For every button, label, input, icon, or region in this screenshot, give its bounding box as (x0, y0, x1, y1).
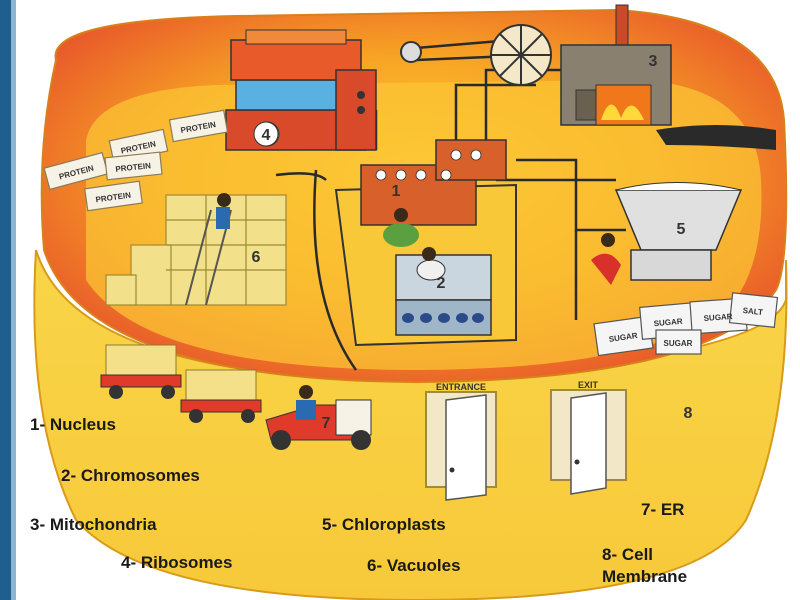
label-ribosomes: 4- Ribosomes (121, 553, 233, 572)
label-chromosomes: 2- Chromosomes (61, 466, 200, 485)
number-markers: 4 1 2 3 5 6 7 8 (252, 53, 693, 432)
slide-left-bar-light (11, 0, 16, 600)
entrance-sign: ENTRANCE (436, 382, 486, 392)
exit-sign: EXIT (578, 380, 599, 390)
marker-7: 7 (322, 415, 331, 432)
exit-door (550, 389, 627, 495)
sack-label: SUGAR (664, 339, 693, 348)
salt-sack-label: SALT (742, 306, 763, 317)
label-chloroplasts: 5- Chloroplasts (322, 515, 446, 534)
label-vacuoles: 6- Vacuoles (367, 556, 461, 575)
chloroplast-hopper (591, 182, 743, 285)
protein-crates (43, 109, 229, 212)
marker-2: 2 (437, 275, 446, 292)
entrance-door (425, 391, 497, 501)
sack-label: SUGAR (703, 312, 733, 323)
sack-labels: SUGAR SUGAR SUGAR SUGAR SALT (608, 306, 763, 348)
ribosome-press (225, 29, 377, 151)
marker-4: 4 (262, 127, 271, 144)
sack-label: SUGAR (608, 331, 638, 344)
sack-label: SUGAR (653, 317, 683, 329)
label-cell-membrane: 8- Cell Membrane (602, 545, 688, 586)
marker-8: 8 (684, 405, 693, 422)
label-er: 7- ER (641, 500, 685, 519)
nucleus-control-room (334, 139, 517, 347)
mitochondria-furnace (560, 4, 776, 150)
sugar-sacks (593, 292, 779, 357)
slide-left-bar (0, 0, 11, 600)
er-tractor-train (100, 344, 372, 450)
marker-1: 1 (392, 183, 401, 200)
cell-illustration: 4 1 2 3 5 6 7 8 PROTEIN PROTEIN PROTEIN … (33, 4, 788, 600)
marker-5: 5 (677, 221, 686, 238)
vacuole-boxes (105, 193, 287, 306)
crate-label: PROTEIN (115, 161, 152, 174)
marker-6: 6 (252, 249, 261, 266)
flywheel (400, 24, 552, 86)
marker-3: 3 (649, 53, 658, 70)
label-mitochondria: 3- Mitochondria (30, 515, 157, 534)
label-nucleus: 1- Nucleus (30, 415, 116, 434)
